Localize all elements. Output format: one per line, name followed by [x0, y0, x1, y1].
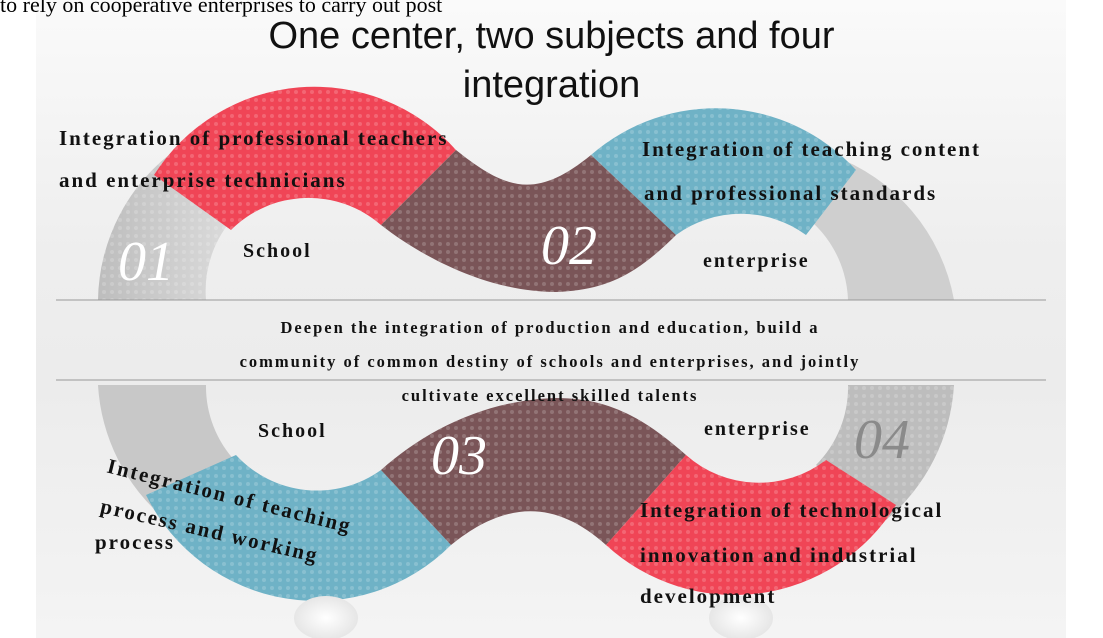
q2-label-line1: Integration of teaching content — [642, 137, 982, 161]
q4-label-line1: Integration of technological — [640, 498, 944, 522]
foot-shadow-right — [709, 596, 773, 638]
title-line-2: integration — [462, 64, 641, 106]
quadrant-04-number: 04 — [854, 409, 910, 471]
center-line-2: community of common destiny of schools a… — [239, 352, 861, 371]
q1-label-line2: and enterprise technicians — [59, 168, 347, 192]
foot-shadow-left — [294, 596, 358, 638]
quadrant-01-number: 01 — [118, 231, 174, 293]
diagram-background: 01 02 03 04 — [36, 0, 1066, 638]
quadrant-03-number: 03 — [431, 425, 487, 487]
center-statement: Deepen the integration of production and… — [100, 311, 1000, 413]
q2-side-label-enterprise: enterprise — [703, 250, 810, 272]
q4-label-line3: development — [640, 584, 777, 608]
top-note-text: to rely on cooperative enterprises to ca… — [0, 0, 443, 17]
q1-side-label-school: School — [243, 240, 312, 262]
center-line-3: cultivate excellent skilled talents — [401, 386, 699, 405]
title-line-1: One center, two subjects and four — [268, 15, 835, 57]
q4-label-line2: innovation and industrial — [640, 543, 918, 567]
diagram-artwork — [56, 86, 1046, 638]
q3-side-label-school: School — [258, 420, 327, 442]
q4-side-label-enterprise: enterprise — [704, 418, 811, 440]
q3-label-line3: process — [95, 530, 176, 554]
center-line-1: Deepen the integration of production and… — [280, 318, 820, 337]
q1-label-line1: Integration of professional teachers — [59, 126, 449, 150]
q2-label-line2: and professional standards — [644, 181, 938, 205]
quadrant-02-number: 02 — [541, 215, 597, 277]
